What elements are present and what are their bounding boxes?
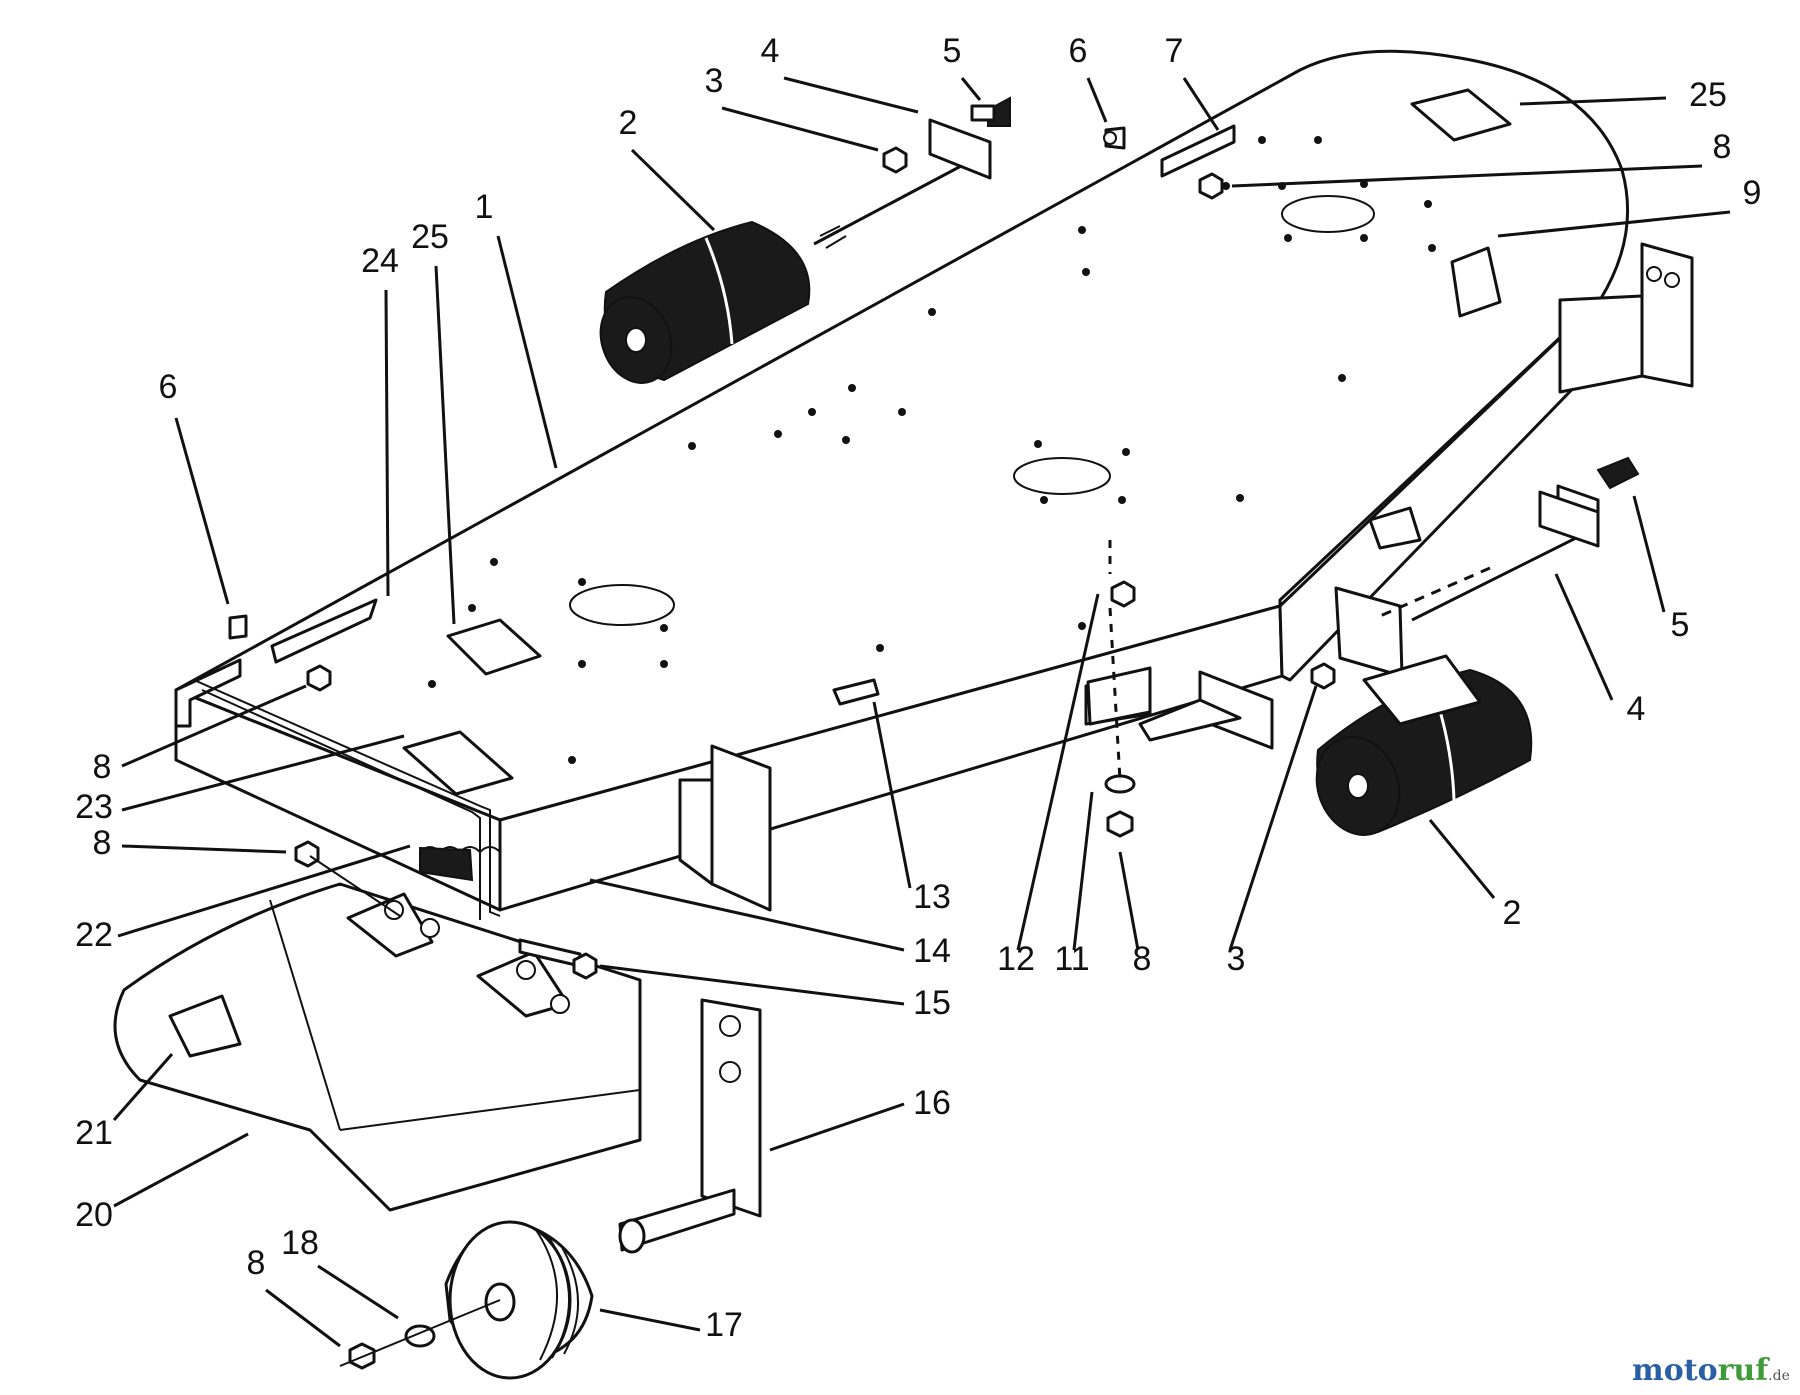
deflector-rod (193, 679, 501, 920)
watermark-part-b: ruf (1718, 1353, 1771, 1388)
callout-c8d: 8 (1133, 940, 1152, 978)
callout-c13: 13 (913, 878, 951, 916)
callout-c3a: 3 (705, 62, 724, 100)
watermark-part-a: moto (1632, 1353, 1718, 1388)
callout-c15: 15 (913, 984, 951, 1022)
callout-c18: 18 (281, 1224, 319, 1262)
callout-c4a: 4 (761, 32, 780, 70)
watermark-logo: motoruf.de (1632, 1353, 1790, 1388)
callout-c8a: 8 (1713, 128, 1732, 166)
gauge-wheel (339, 1220, 594, 1380)
callout-c5b: 5 (1671, 606, 1690, 644)
callout-c11: 11 (1054, 940, 1089, 978)
callout-c23: 23 (75, 788, 113, 826)
watermark-suffix: .de (1768, 1368, 1790, 1384)
callout-c5a: 5 (943, 32, 962, 70)
callout-c6b: 6 (159, 368, 178, 406)
callout-c6a: 6 (1069, 32, 1088, 70)
callout-c9: 9 (1743, 174, 1762, 212)
rear-roller-assembly (599, 118, 992, 384)
callout-c3b: 3 (1227, 940, 1246, 978)
callout-c22: 22 (75, 916, 113, 954)
callout-c12: 12 (997, 940, 1035, 978)
callout-c20: 20 (75, 1196, 113, 1234)
rear-right-bracket (1558, 242, 1694, 394)
callout-c2a: 2 (619, 104, 638, 142)
hardware (228, 96, 1640, 838)
callout-c21: 21 (75, 1114, 113, 1152)
decals (270, 88, 1512, 796)
spring-and-bolt (294, 840, 598, 980)
callout-c2b: 2 (1503, 894, 1522, 932)
callout-c8b: 8 (93, 748, 112, 786)
callout-c16: 16 (913, 1084, 951, 1122)
callout-c25a: 25 (1689, 76, 1727, 114)
front-wheel-bracket (678, 744, 772, 912)
callout-c14: 14 (913, 932, 951, 970)
callout-c17: 17 (705, 1306, 743, 1344)
spindle-holes (569, 195, 1375, 626)
front-roller-assembly (1315, 490, 1600, 836)
deck-mounting-holes (428, 136, 1436, 764)
wheel-arm (618, 998, 762, 1254)
svg-text:motoruf.de: motoruf.de (1632, 1353, 1790, 1388)
callout-c24: 24 (361, 242, 399, 280)
leader-lines (112, 76, 1731, 1348)
callout-c1: 1 (475, 188, 494, 226)
discharge-deflector (113, 882, 642, 1212)
callout-c7: 7 (1165, 32, 1184, 70)
callout-c4b: 4 (1627, 690, 1646, 728)
callout-c8e: 8 (247, 1244, 266, 1282)
callout-c25b: 25 (411, 218, 449, 256)
callout-c8c: 8 (93, 824, 112, 862)
